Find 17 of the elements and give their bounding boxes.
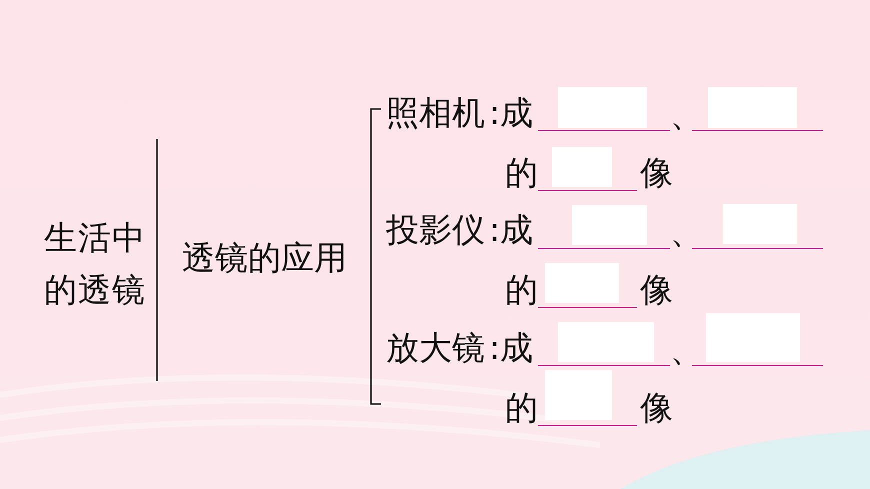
answer-prompt-text: :成	[489, 327, 534, 369]
answer-prompt-text: 像	[640, 387, 673, 429]
topic-text: 生活中的透镜	[44, 212, 156, 316]
separator-mark: 、	[670, 211, 703, 253]
branch-text: 放大镜	[386, 326, 485, 370]
separator-mark: 、	[670, 329, 703, 371]
answer-prompt-text: 的	[505, 152, 538, 194]
answer-prompt-text: 的	[505, 269, 538, 311]
answer-prompt-text: :成	[489, 209, 534, 251]
branch-text: 投影仪	[386, 208, 485, 252]
answer-prompt-text: :成	[489, 92, 534, 134]
answer-prompt-text: 像	[640, 269, 673, 311]
answer-prompt-text: 像	[640, 152, 673, 194]
separator-mark: 、	[670, 94, 703, 136]
branch-text: 透镜的应用	[182, 236, 347, 280]
branch-text: 照相机	[386, 91, 485, 135]
answer-prompt-text: 的	[505, 387, 538, 429]
